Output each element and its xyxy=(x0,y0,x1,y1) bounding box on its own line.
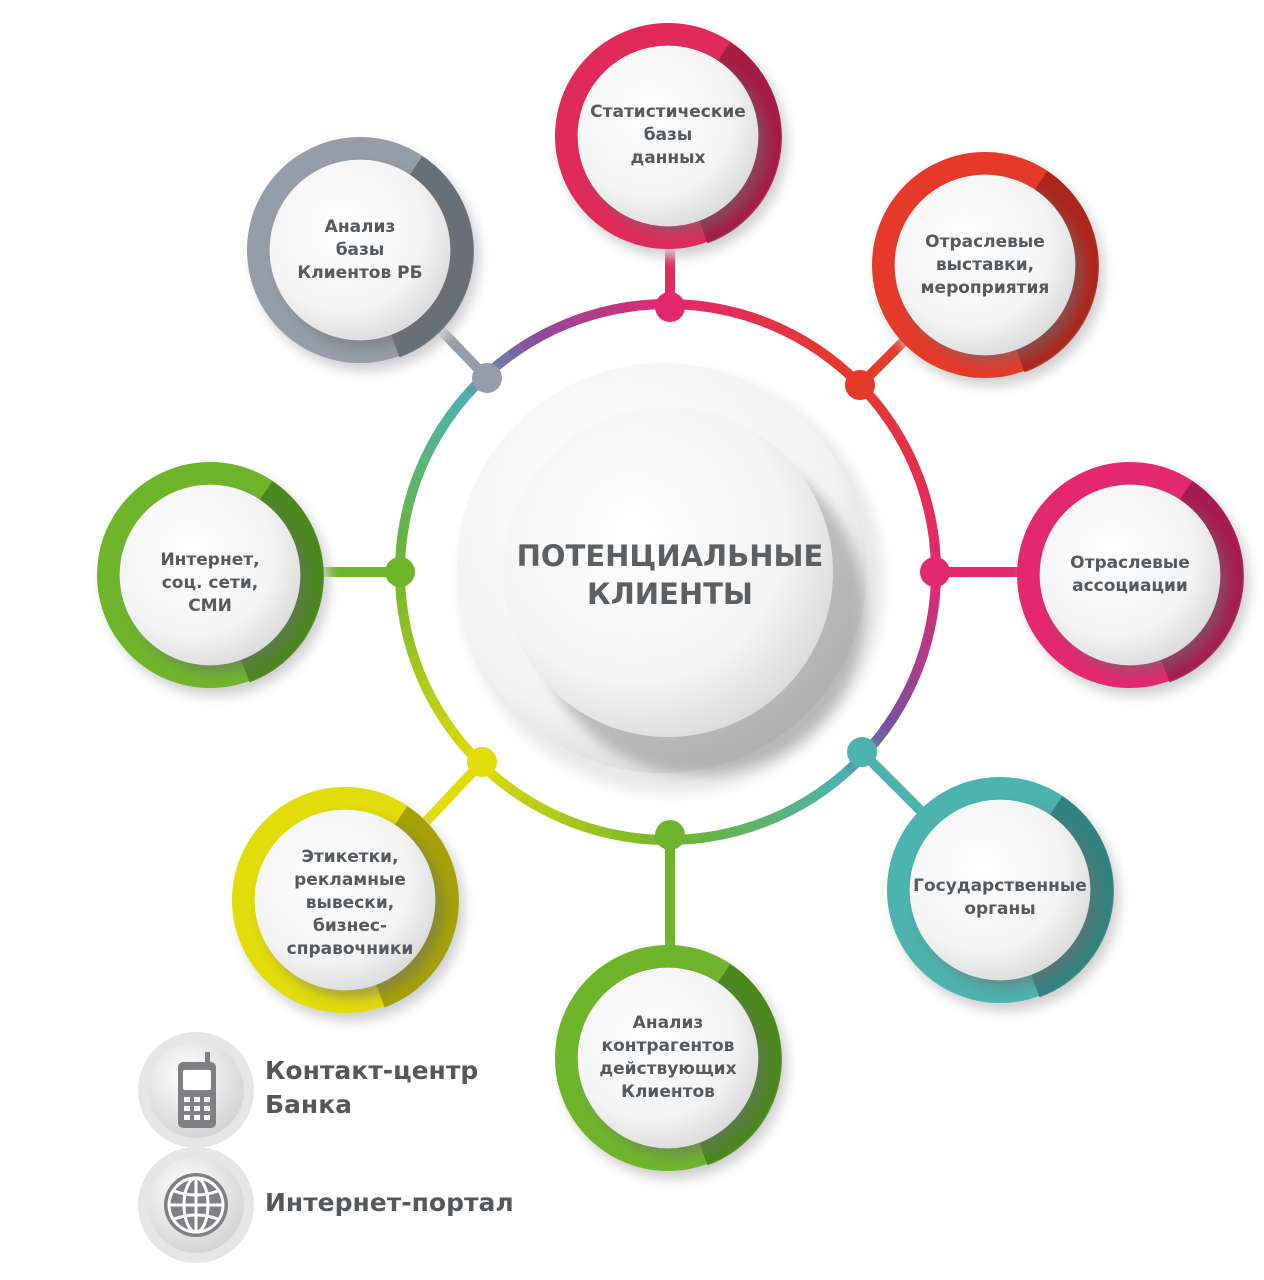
node-label-government: Государственные органы xyxy=(913,876,1087,919)
legend xyxy=(138,1032,254,1263)
junction-dot xyxy=(655,292,685,322)
node-label-signage: Этикетки, рекламные вывески, бизнес- спр… xyxy=(286,846,414,959)
node-internet-media xyxy=(97,462,329,696)
connector-government xyxy=(858,748,934,824)
junction-dot xyxy=(845,370,875,400)
node-signage xyxy=(232,787,464,1021)
legend-label-contact-center: Контакт-центр Банка xyxy=(265,1056,479,1119)
junction-dot xyxy=(472,363,502,393)
connector-labels xyxy=(416,758,486,832)
node-government xyxy=(887,777,1119,1011)
node-label-client-base: Анализ базы Клиентов РБ xyxy=(297,216,423,283)
node-label-counterparties: Анализ контрагентов действующих Клиентов xyxy=(599,1013,737,1102)
center-title: ПОТЕНЦИАЛЬНЫЕ КЛИЕНТЫ xyxy=(516,539,824,611)
node-associations xyxy=(1017,462,1249,696)
node-label-statistical-db: Статистические базы данных xyxy=(590,101,746,168)
node-label-internet-media: Интернет, соц. сети, СМИ xyxy=(160,549,260,616)
legend-item-contact-center xyxy=(138,1032,254,1148)
junction-dot xyxy=(847,737,877,767)
node-label-exhibitions: Отраслевые выставки, мероприятия xyxy=(920,231,1050,298)
legend-item-internet-portal xyxy=(138,1147,254,1263)
node-exhibitions xyxy=(872,152,1104,386)
node-client-base xyxy=(247,137,479,371)
junction-dots xyxy=(385,292,950,850)
junction-dot xyxy=(385,557,415,587)
node-circles xyxy=(97,23,1249,1179)
center-disk xyxy=(457,363,884,794)
legend-label-internet-portal: Интернет-портал xyxy=(265,1188,514,1217)
node-label-associations: Отраслевые ассоциации xyxy=(1070,553,1190,596)
node-counterparties xyxy=(555,945,787,1179)
mobile-phone-icon xyxy=(178,1052,216,1128)
junction-dot xyxy=(655,820,685,850)
junction-dot xyxy=(920,557,950,587)
globe-icon xyxy=(164,1173,228,1237)
junction-dot xyxy=(467,747,497,777)
node-statistical-db xyxy=(555,23,787,257)
